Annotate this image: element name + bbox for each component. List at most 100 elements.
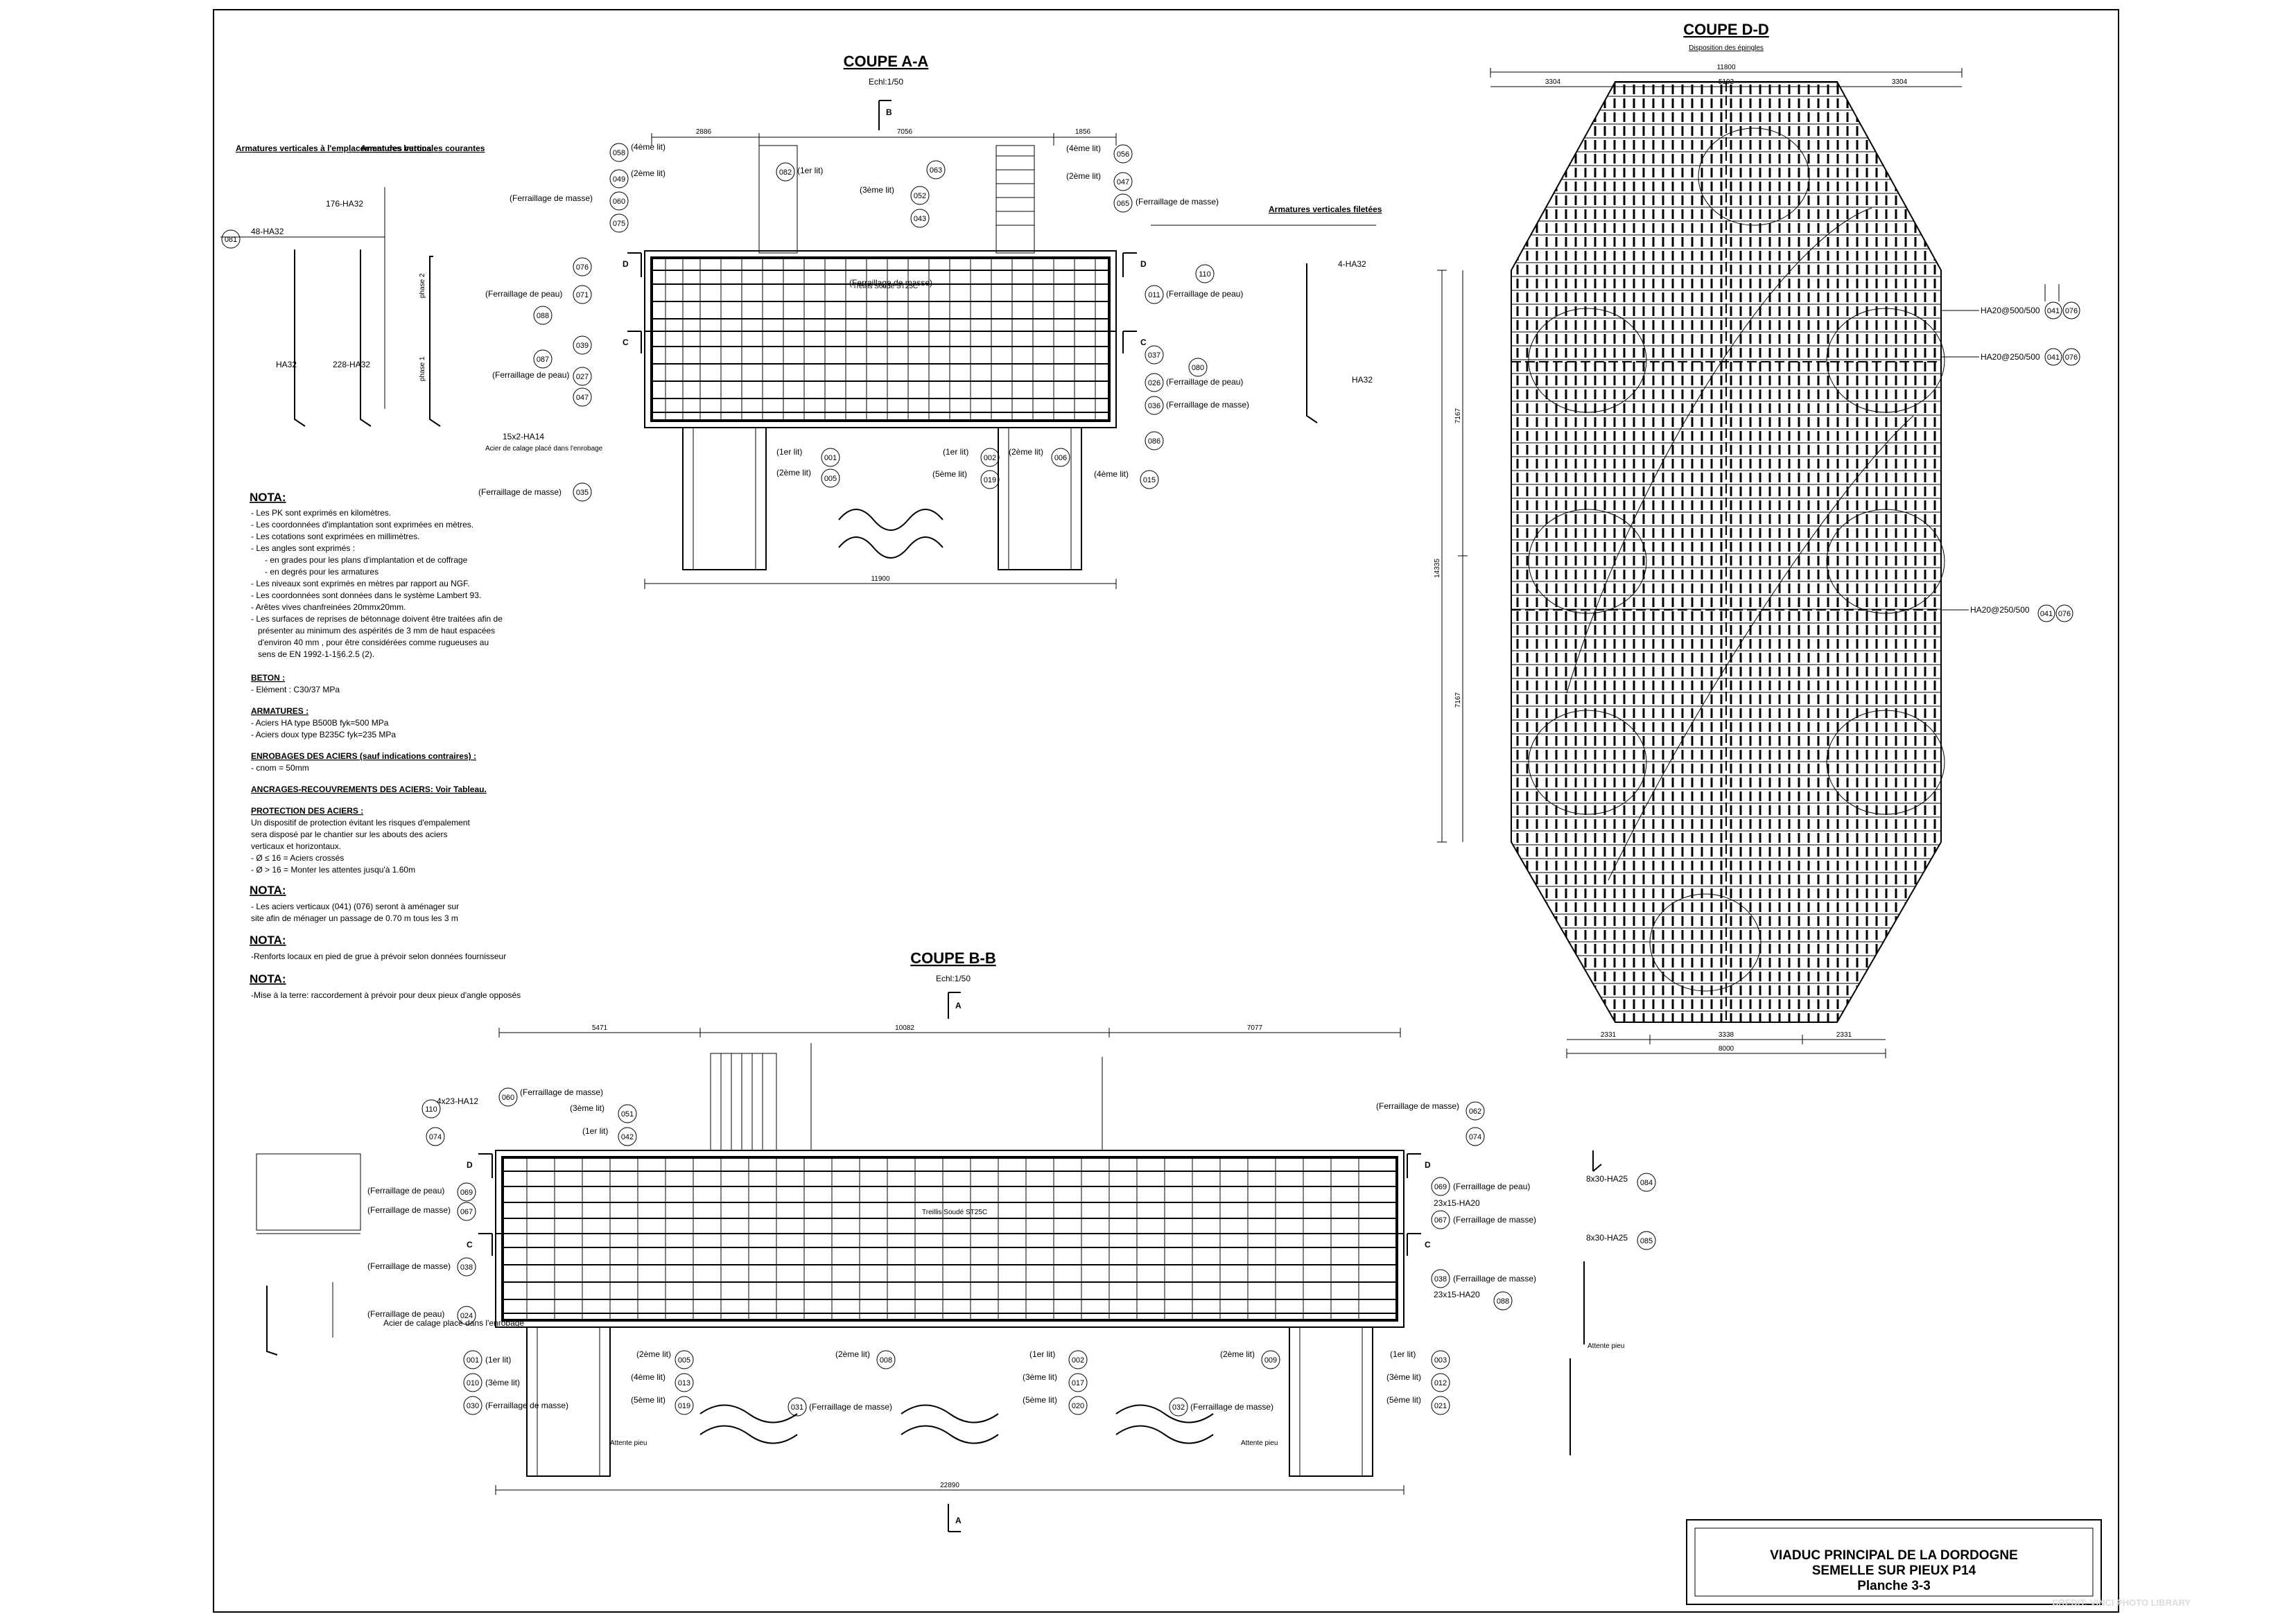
svg-text:5471: 5471	[592, 1024, 608, 1032]
svg-text:027: 027	[576, 373, 589, 381]
callout: 056(4ème lit)	[1066, 143, 1133, 164]
callout: 060(Ferraillage de masse)	[510, 191, 629, 211]
svg-text:phase 1: phase 1	[419, 356, 426, 381]
svg-text:(2ème lit): (2ème lit)	[776, 468, 811, 477]
callout: 047	[573, 387, 592, 407]
svg-text:176-HA32: 176-HA32	[326, 199, 363, 209]
svg-text:024: 024	[460, 1312, 473, 1320]
svg-text:Treillis Soudé ST25C: Treillis Soudé ST25C	[922, 1209, 987, 1216]
svg-text:019: 019	[984, 476, 996, 484]
svg-text:082: 082	[779, 168, 792, 177]
coupe-bb-dim-top: 5471 10082 7077	[498, 1024, 1401, 1037]
callout: 062(Ferraillage de masse)	[1376, 1101, 1485, 1121]
svg-text:4-HA32: 4-HA32	[1338, 259, 1366, 269]
svg-text:C: C	[467, 1240, 473, 1250]
svg-text:D: D	[623, 259, 629, 269]
svg-text:- en degrés pour les armatures: - en degrés pour les armatures	[265, 567, 379, 577]
svg-text:011: 011	[1148, 291, 1160, 299]
callout: 019 (5ème lit)	[631, 1395, 694, 1415]
coupe-aa-title: COUPE A-A	[844, 53, 929, 70]
coupe-bb-left-detail: Acier de calage placé dans l'enrobage 4x…	[256, 1096, 524, 1356]
pile-bb-right	[1289, 1326, 1373, 1477]
coupe-bb-right-schedule: 8x30-HA25 084 8x30-HA25 085 Attente pieu	[1569, 1150, 1656, 1455]
svg-text:062: 062	[1469, 1107, 1481, 1116]
svg-text:063: 063	[930, 166, 942, 175]
svg-text:2886: 2886	[696, 128, 712, 136]
callout: 002(1er lit)	[943, 447, 1000, 467]
sheet-border	[213, 9, 2119, 1613]
svg-text:019: 019	[678, 1402, 690, 1410]
coupe-bb-section-marks: D D C C	[467, 1153, 1431, 1256]
svg-text:042: 042	[621, 1133, 634, 1141]
callout: 017(3ème lit)	[1023, 1372, 1088, 1392]
callout: 024(Ferraillage de peau)	[367, 1306, 476, 1325]
svg-text:(Ferraillage de peau): (Ferraillage de peau)	[492, 370, 569, 380]
general-notes: NOTA: - Les PK sont exprimés en kilomètr…	[250, 491, 521, 1000]
svg-text:(5ème lit): (5ème lit)	[631, 1395, 666, 1405]
title-block: VIADUC PRINCIPAL DE LA DORDOGNE SEMELLE …	[1686, 1519, 2102, 1605]
svg-text:(1er lit): (1er lit)	[1029, 1349, 1055, 1359]
svg-text:- Elément : C30/37 MPa: - Elément : C30/37 MPa	[251, 685, 340, 694]
svg-text:074: 074	[1469, 1133, 1481, 1141]
svg-text:48-HA32: 48-HA32	[251, 227, 284, 236]
svg-text:003: 003	[1434, 1356, 1447, 1365]
svg-text:- Ø > 16 = Monter les attentes: - Ø > 16 = Monter les attentes jusqu'à 1…	[251, 865, 415, 875]
coupe-bb-scale: Echl:1/50	[936, 974, 971, 983]
svg-text:(Ferraillage de masse): (Ferraillage de masse)	[1453, 1274, 1536, 1283]
svg-text:076: 076	[2065, 353, 2078, 362]
coupe-aa-left-schedule: Armatures verticales à l'emplacement des…	[220, 143, 603, 453]
callout: 049(2ème lit)	[609, 168, 666, 189]
svg-text:1856: 1856	[1075, 128, 1091, 136]
callout: 067(Ferraillage de masse)	[367, 1202, 476, 1221]
svg-text:047: 047	[1117, 178, 1129, 186]
svg-text:(5ème lit): (5ème lit)	[1386, 1395, 1421, 1405]
svg-text:005: 005	[678, 1356, 690, 1365]
callout: 005(2ème lit)	[776, 468, 840, 488]
svg-text:- Les surfaces de reprises de: - Les surfaces de reprises de bétonnage …	[251, 614, 503, 624]
svg-text:D: D	[467, 1160, 473, 1170]
svg-text:086: 086	[1148, 437, 1160, 446]
svg-text:010: 010	[467, 1379, 479, 1387]
svg-text:- Les cotations sont exprimées: - Les cotations sont exprimées en millim…	[251, 532, 419, 541]
callout: 058(4ème lit)	[609, 142, 666, 162]
svg-text:D: D	[1425, 1160, 1431, 1170]
svg-text:3338: 3338	[1719, 1031, 1734, 1039]
svg-text:071: 071	[576, 291, 589, 299]
svg-text:013: 013	[678, 1379, 690, 1387]
svg-text:(5ème lit): (5ème lit)	[932, 469, 967, 479]
svg-text:3304: 3304	[1892, 78, 1908, 86]
svg-text:8x30-HA25: 8x30-HA25	[1586, 1233, 1628, 1243]
svg-text:sera disposé par le chantier s: sera disposé par le chantier sur les abo…	[251, 830, 447, 839]
svg-text:035: 035	[576, 489, 589, 497]
svg-text:NOTA:: NOTA:	[250, 934, 286, 947]
callout: 009(2ème lit)	[1220, 1349, 1280, 1369]
svg-text:052: 052	[914, 192, 926, 200]
svg-text:ENROBAGES DES ACIERS (sauf ind: ENROBAGES DES ACIERS (sauf indications c…	[251, 751, 476, 761]
coupe-aa-footing	[644, 250, 1117, 428]
svg-text:- Les aciers verticaux (041) (: - Les aciers verticaux (041) (076) seron…	[251, 902, 459, 911]
coupe-dd-callout: HA20@250/500 041 076	[1941, 604, 2073, 622]
svg-text:(2ème lit): (2ème lit)	[1220, 1349, 1255, 1359]
callout: 088	[533, 306, 553, 325]
svg-text:067: 067	[1434, 1216, 1447, 1225]
svg-text:065: 065	[1117, 200, 1129, 208]
svg-text:-Renforts locaux en pied de gr: -Renforts locaux en pied de grue à prévo…	[251, 952, 506, 961]
callout: 035(Ferraillage de masse)	[478, 482, 592, 502]
svg-text:- Aciers HA type B500B fyk=500: - Aciers HA type B500B fyk=500 MPa	[251, 718, 389, 728]
svg-text:verticaux et horizontaux.: verticaux et horizontaux.	[251, 841, 341, 851]
coupe-aa-dim-bottom: 11900	[644, 575, 1117, 589]
callout: 069(Ferraillage de peau)	[367, 1182, 476, 1202]
coupe-dd-outline	[1511, 81, 1942, 1023]
callout: 067 (Ferraillage de masse)	[1431, 1210, 1536, 1229]
svg-text:074: 074	[429, 1133, 442, 1141]
svg-text:084: 084	[1640, 1179, 1653, 1187]
svg-text:Attente pieu: Attente pieu	[1241, 1439, 1278, 1447]
svg-text:NOTA:: NOTA:	[250, 972, 286, 985]
pile-left	[682, 427, 767, 570]
svg-text:(Ferraillage de masse): (Ferraillage de masse)	[1453, 1215, 1536, 1225]
svg-text:11800: 11800	[1716, 64, 1736, 71]
callout: 075	[609, 213, 629, 233]
callout: 110	[1195, 264, 1215, 283]
callout: 088	[1493, 1291, 1513, 1311]
